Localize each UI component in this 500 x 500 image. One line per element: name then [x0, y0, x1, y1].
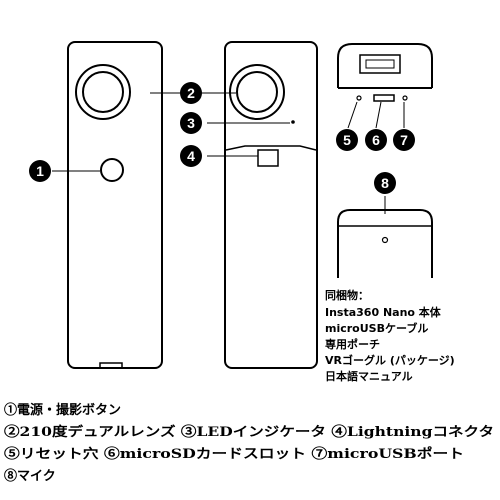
- bottom-port-front: [99, 362, 123, 368]
- callout-4-badge: [180, 145, 202, 167]
- leader-line-6: [375, 101, 382, 129]
- callout-6-number: 6: [372, 132, 380, 148]
- device-body-front: [67, 41, 163, 369]
- callout-4-number: 4: [187, 148, 195, 164]
- contents-item: VRゴーグル (パッケージ): [325, 353, 455, 367]
- callout-4: 4: [180, 145, 202, 167]
- led-indicator: [291, 120, 295, 124]
- microphone: [381, 236, 389, 244]
- parts-legend: ①電源・撮影ボタン ②210度デュアルレンズ ③LEDインジケータ ④Light…: [4, 402, 494, 484]
- leader-line-5: [347, 101, 358, 129]
- top-end-detail: [337, 196, 433, 278]
- contents-heading: 同梱物：: [325, 288, 369, 302]
- callout-8-badge: [374, 172, 396, 194]
- microusb-port: [373, 94, 395, 102]
- legend-line: ⑤リセット穴 ⑥microSDカードスロット ⑦microUSBポート: [4, 446, 464, 462]
- callout-5: 5: [336, 129, 358, 151]
- device-back-view: [150, 41, 318, 369]
- callout-1: 1: [29, 160, 51, 182]
- callout-1-badge: [29, 160, 51, 182]
- callout-6-badge: [365, 129, 387, 151]
- detail-mic-hole: [402, 95, 408, 101]
- microsd-slot-inner: [365, 59, 395, 69]
- callout-2-number: 2: [187, 85, 195, 101]
- callout-2-badge: [180, 82, 202, 104]
- bottom-end-detail: [337, 43, 433, 129]
- contents-item: 日本語マニュアル: [325, 369, 413, 383]
- detail-top-outline: [337, 209, 433, 278]
- callout-2: 2: [180, 82, 202, 104]
- package-contents: 同梱物： Insta360 Nano 本体 microUSBケーブル 専用ポーチ…: [325, 288, 455, 383]
- contents-item: microUSBケーブル: [325, 321, 428, 335]
- lightning-connector: [257, 149, 279, 167]
- legend-line: ①電源・撮影ボタン: [4, 402, 121, 418]
- callout-7-badge: [393, 129, 415, 151]
- callout-7-number: 7: [400, 132, 408, 148]
- contents-item: 専用ポーチ: [325, 337, 380, 351]
- callout-6: 6: [365, 129, 387, 151]
- callout-5-number: 5: [343, 132, 351, 148]
- callout-7: 7: [393, 129, 415, 151]
- callout-8-number: 8: [381, 175, 389, 191]
- lens-back: [236, 71, 278, 113]
- legend-line: ②210度デュアルレンズ ③LEDインジケータ ④Lightningコネクタ: [4, 424, 494, 440]
- reset-hole: [356, 95, 362, 101]
- callout-3-badge: [180, 112, 202, 134]
- legend-line: ⑧マイク: [4, 468, 56, 484]
- callout-8: 8: [374, 172, 396, 194]
- callout-3: 3: [180, 112, 202, 134]
- callout-5-badge: [336, 129, 358, 151]
- power-shutter-button: [100, 158, 124, 182]
- callout-1-number: 1: [36, 163, 44, 179]
- lens-front: [82, 71, 124, 113]
- contents-item: Insta360 Nano 本体: [325, 305, 442, 319]
- connector-seam: [225, 145, 317, 151]
- callout-3-number: 3: [187, 115, 195, 131]
- device-front-view: [52, 41, 163, 369]
